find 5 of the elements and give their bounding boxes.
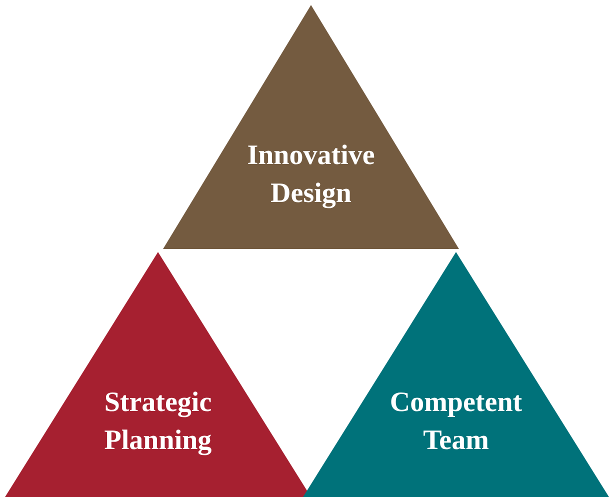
- triangle-block: [163, 5, 459, 249]
- triangle-label: Strategic Planning: [103, 386, 213, 458]
- triangle-label: Innovative Design: [246, 139, 376, 211]
- triangle-label: Competent Team: [388, 386, 524, 458]
- triangle-block: [303, 252, 609, 497]
